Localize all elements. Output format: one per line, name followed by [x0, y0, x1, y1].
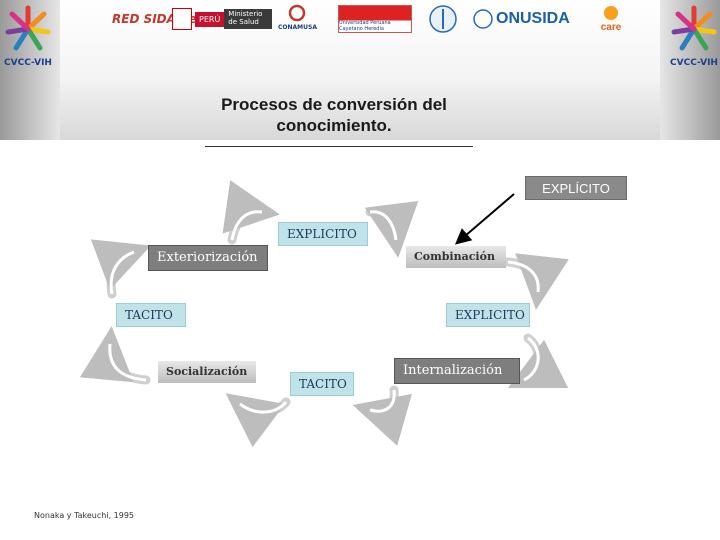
- header-banner: CVCC-VIH RED SIDA Perú PERÚ Ministerio d…: [0, 0, 720, 140]
- conamusa-ribbon-icon: [289, 4, 306, 22]
- peru-shield-icon: [172, 8, 192, 30]
- onusida-logo: ONUSIDA: [472, 4, 570, 34]
- conamusa-logo: CONAMUSA: [278, 4, 317, 34]
- title-underline: [205, 146, 473, 147]
- exteriorizacion-box: Exteriorización: [148, 245, 268, 271]
- care-hands-icon: [604, 6, 618, 20]
- socializacion-box: Socialización: [158, 361, 256, 383]
- cvcc-vih-logo-left: CVCC-VIH: [2, 4, 54, 68]
- explicito-callout: EXPLÍCITO: [525, 176, 627, 200]
- slide-title: Procesos de conversión del conocimiento.: [221, 95, 447, 135]
- tacito-bottom-box: TACITO: [290, 372, 354, 396]
- care-logo: care: [598, 4, 624, 34]
- who-emblem-icon: [429, 5, 457, 33]
- explicito-top-box: EXPLICITO: [278, 222, 368, 246]
- explicito-right-box: EXPLICITO: [446, 303, 530, 327]
- tacito-left-box: TACITO: [116, 303, 186, 327]
- minsa-logo: PERÚ Ministerio de Salud: [172, 4, 273, 34]
- combinacion-box: Combinación: [406, 246, 506, 268]
- who-logo: [428, 4, 458, 34]
- cvcc-vih-label-left: CVCC-VIH: [4, 58, 52, 68]
- universidad-logo: Universidad Peruana Cayetano Heredia: [338, 4, 412, 34]
- callout-pointer-arrow: [454, 193, 515, 245]
- source-credit: Nonaka y Takeuchi, 1995: [34, 511, 135, 520]
- cvcc-vih-logo-right: CVCC-VIH: [668, 4, 720, 68]
- cvcc-vih-label-right: CVCC-VIH: [670, 58, 718, 68]
- un-ribbon-icon: [473, 9, 493, 29]
- internalizacion-box: Internalización: [394, 358, 520, 384]
